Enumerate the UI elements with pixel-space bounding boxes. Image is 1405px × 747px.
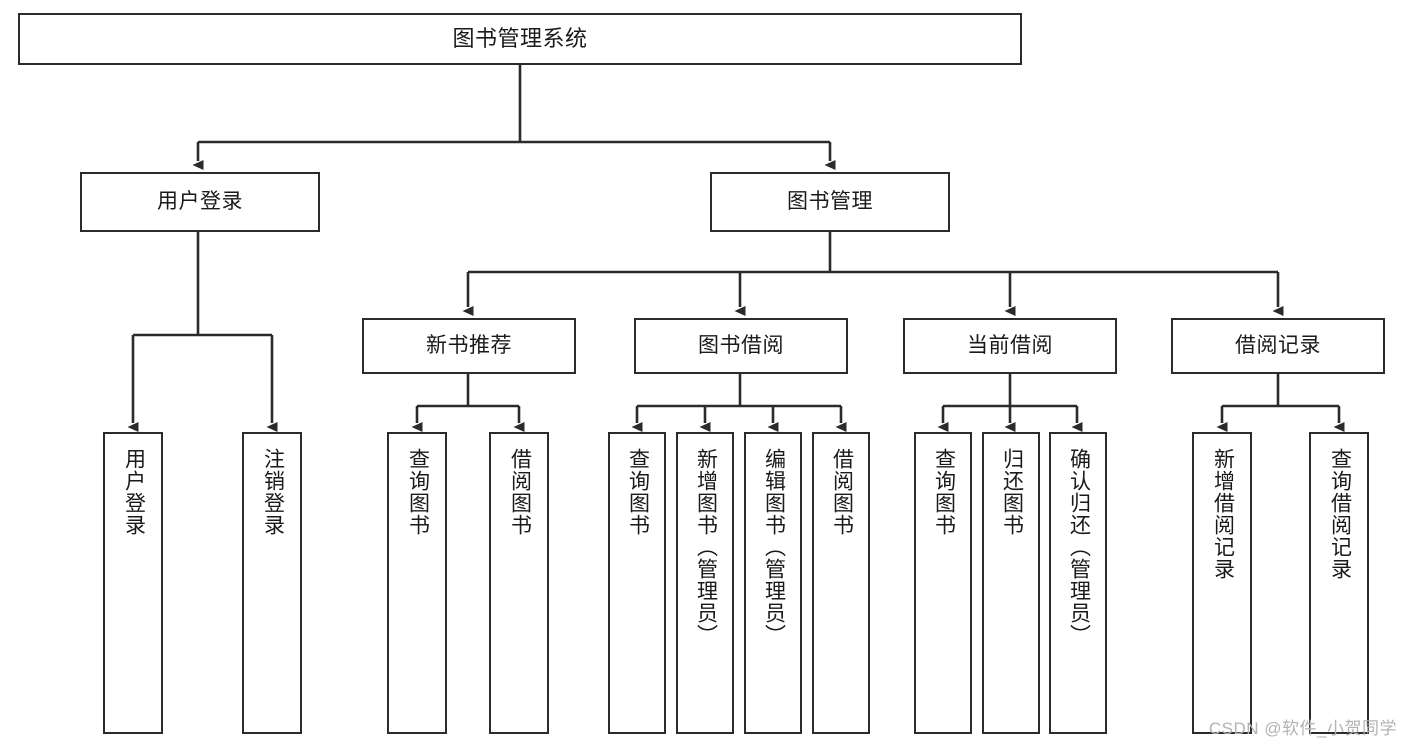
node-label: 归还图书 <box>1000 448 1024 536</box>
node-label: 编辑图书（管理员） <box>762 448 786 646</box>
node-label: 用户登录 <box>157 189 243 213</box>
node-label: 查询图书 <box>626 448 650 536</box>
node-root-system[interactable]: 图书管理系统 <box>18 13 1022 65</box>
node-book-management[interactable]: 图书管理 <box>710 172 950 232</box>
node-label: 查询图书 <box>406 448 430 536</box>
node-label: 查询借阅记录 <box>1328 448 1352 580</box>
leaf-borrow-borrow-book[interactable]: 借阅图书 <box>812 432 870 734</box>
leaf-borrow-query-book[interactable]: 查询图书 <box>608 432 666 734</box>
node-label: 图书管理系统 <box>452 26 588 52</box>
node-new-book-recommend[interactable]: 新书推荐 <box>362 318 576 374</box>
node-label: 查询图书 <box>932 448 956 536</box>
leaf-current-confirm-return-admin[interactable]: 确认归还（管理员） <box>1049 432 1107 734</box>
leaf-newbook-borrow-book[interactable]: 借阅图书 <box>489 432 549 734</box>
node-user-login[interactable]: 用户登录 <box>80 172 320 232</box>
leaf-user-logout[interactable]: 注销登录 <box>242 432 302 734</box>
leaf-record-add-record[interactable]: 新增借阅记录 <box>1192 432 1252 734</box>
node-book-borrow[interactable]: 图书借阅 <box>634 318 848 374</box>
node-label: 新增借阅记录 <box>1211 448 1235 580</box>
leaf-current-return-book[interactable]: 归还图书 <box>982 432 1040 734</box>
node-label: 借阅图书 <box>508 448 532 536</box>
leaf-newbook-query-book[interactable]: 查询图书 <box>387 432 447 734</box>
node-label: 借阅记录 <box>1235 333 1321 357</box>
node-label: 确认归还（管理员） <box>1067 448 1091 646</box>
leaf-record-query-record[interactable]: 查询借阅记录 <box>1309 432 1369 734</box>
node-current-borrow[interactable]: 当前借阅 <box>903 318 1117 374</box>
node-label: 当前借阅 <box>967 333 1053 357</box>
node-label: 新增图书（管理员） <box>694 448 718 646</box>
node-label: 借阅图书 <box>830 448 854 536</box>
node-label: 用户登录 <box>122 448 146 536</box>
leaf-current-query-book[interactable]: 查询图书 <box>914 432 972 734</box>
leaf-borrow-add-book-admin[interactable]: 新增图书（管理员） <box>676 432 734 734</box>
node-borrow-record[interactable]: 借阅记录 <box>1171 318 1385 374</box>
leaf-user-login-do[interactable]: 用户登录 <box>103 432 163 734</box>
node-label: 注销登录 <box>261 448 285 536</box>
node-label: 图书管理 <box>787 189 873 213</box>
csdn-watermark: CSDN @软件_小贺同学 <box>1208 719 1397 738</box>
node-label: 新书推荐 <box>426 333 512 357</box>
leaf-borrow-edit-book-admin[interactable]: 编辑图书（管理员） <box>744 432 802 734</box>
node-label: 图书借阅 <box>698 333 784 357</box>
